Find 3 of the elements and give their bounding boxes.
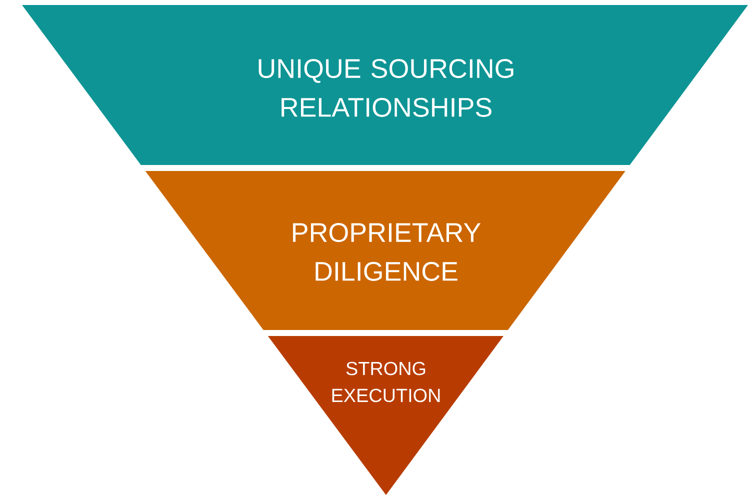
funnel-tip: STRONG EXECUTION xyxy=(268,336,504,495)
funnel-band: PROPRIETARY DILIGENCE xyxy=(145,170,626,330)
funnel-band: UNIQUE SOURCING RELATIONSHIPS xyxy=(22,5,748,165)
